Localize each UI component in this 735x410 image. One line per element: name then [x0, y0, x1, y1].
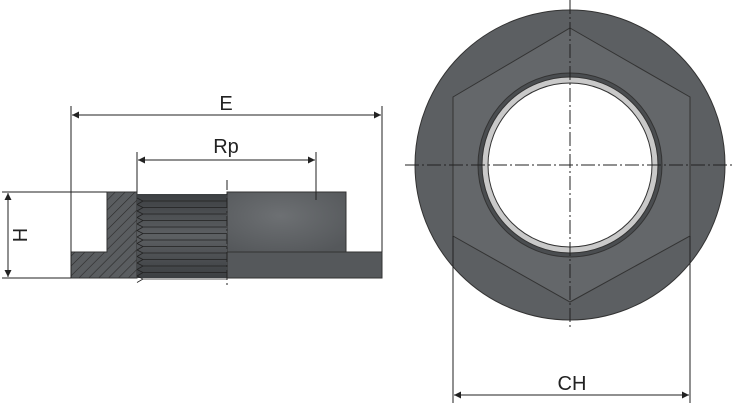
hatched-section: [70, 191, 138, 279]
label-Rp: Rp: [213, 136, 239, 158]
thread-line: [136, 262, 227, 270]
label-E: E: [219, 93, 232, 115]
hub-solid: [226, 191, 347, 253]
thread-line: [136, 204, 227, 212]
front-view: [405, 0, 735, 330]
dimension-Rp: Rp: [136, 136, 317, 200]
thread-line: [136, 236, 227, 244]
thread-lines: [136, 197, 227, 283]
dimension-H: H: [2, 191, 107, 279]
thread-line: [136, 243, 227, 251]
thread-line: [136, 210, 227, 218]
thread-line: [136, 269, 227, 277]
thread-line: [136, 249, 227, 257]
side-section-view: [70, 180, 383, 285]
thread-line: [136, 197, 227, 205]
thread-line: [136, 217, 227, 225]
dimension-CH: CH: [452, 236, 691, 403]
thread-line: [136, 275, 227, 283]
flange-solid: [226, 251, 383, 279]
label-CH: CH: [558, 373, 587, 395]
label-H: H: [10, 228, 32, 242]
thread-line: [136, 230, 227, 238]
thread-area: [137, 194, 227, 278]
thread-line: [136, 223, 227, 231]
thread-line: [136, 256, 227, 264]
